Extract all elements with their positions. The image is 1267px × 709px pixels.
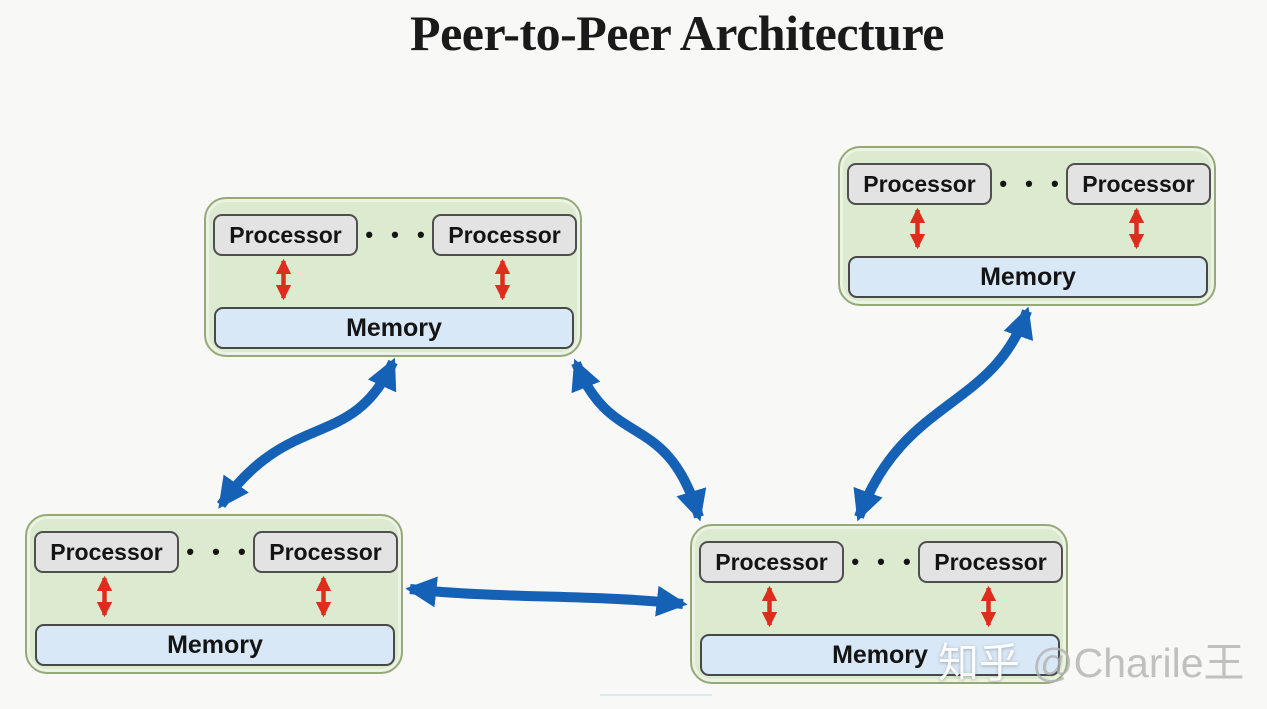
processor-box: Processor (918, 541, 1063, 583)
memory-box: Memory (700, 634, 1060, 676)
node-group-bottom-left: Processor • • • Processor Memory (25, 514, 403, 674)
ellipsis-dots: • • • (365, 222, 431, 247)
edge-topright-bottomright (853, 306, 1034, 522)
processor-box: Processor (213, 214, 358, 256)
edge-topleft-bottomleft (216, 357, 398, 509)
edge-topleft-bottomright (571, 358, 707, 522)
ellipsis-dots: • • • (186, 539, 252, 564)
watermark-user-handle: @Charile王 (1032, 640, 1245, 686)
memory-box: Memory (214, 307, 574, 349)
ellipsis-dots: • • • (999, 171, 1065, 196)
processor-box: Processor (34, 531, 179, 573)
node-group-top-right: Processor • • • Processor Memory (838, 146, 1216, 306)
node-group-bottom-right: Processor • • • Processor Memory (690, 524, 1068, 684)
edge-bottomleft-bottomright (405, 576, 688, 617)
processor-box: Processor (253, 531, 398, 573)
faint-line-artifact (600, 694, 712, 696)
memory-box: Memory (35, 624, 395, 666)
processor-box: Processor (1066, 163, 1211, 205)
watermark: 知乎 @Charile王 (938, 629, 1245, 689)
page-title: Peer-to-Peer Architecture (410, 5, 944, 61)
processor-box: Processor (699, 541, 844, 583)
memory-box: Memory (848, 256, 1208, 298)
ellipsis-dots: • • • (851, 549, 917, 574)
node-group-top-left: Processor • • • Processor Memory (204, 197, 582, 357)
processor-box: Processor (432, 214, 577, 256)
watermark-site-name: 知乎 (938, 640, 1020, 686)
processor-box: Processor (847, 163, 992, 205)
